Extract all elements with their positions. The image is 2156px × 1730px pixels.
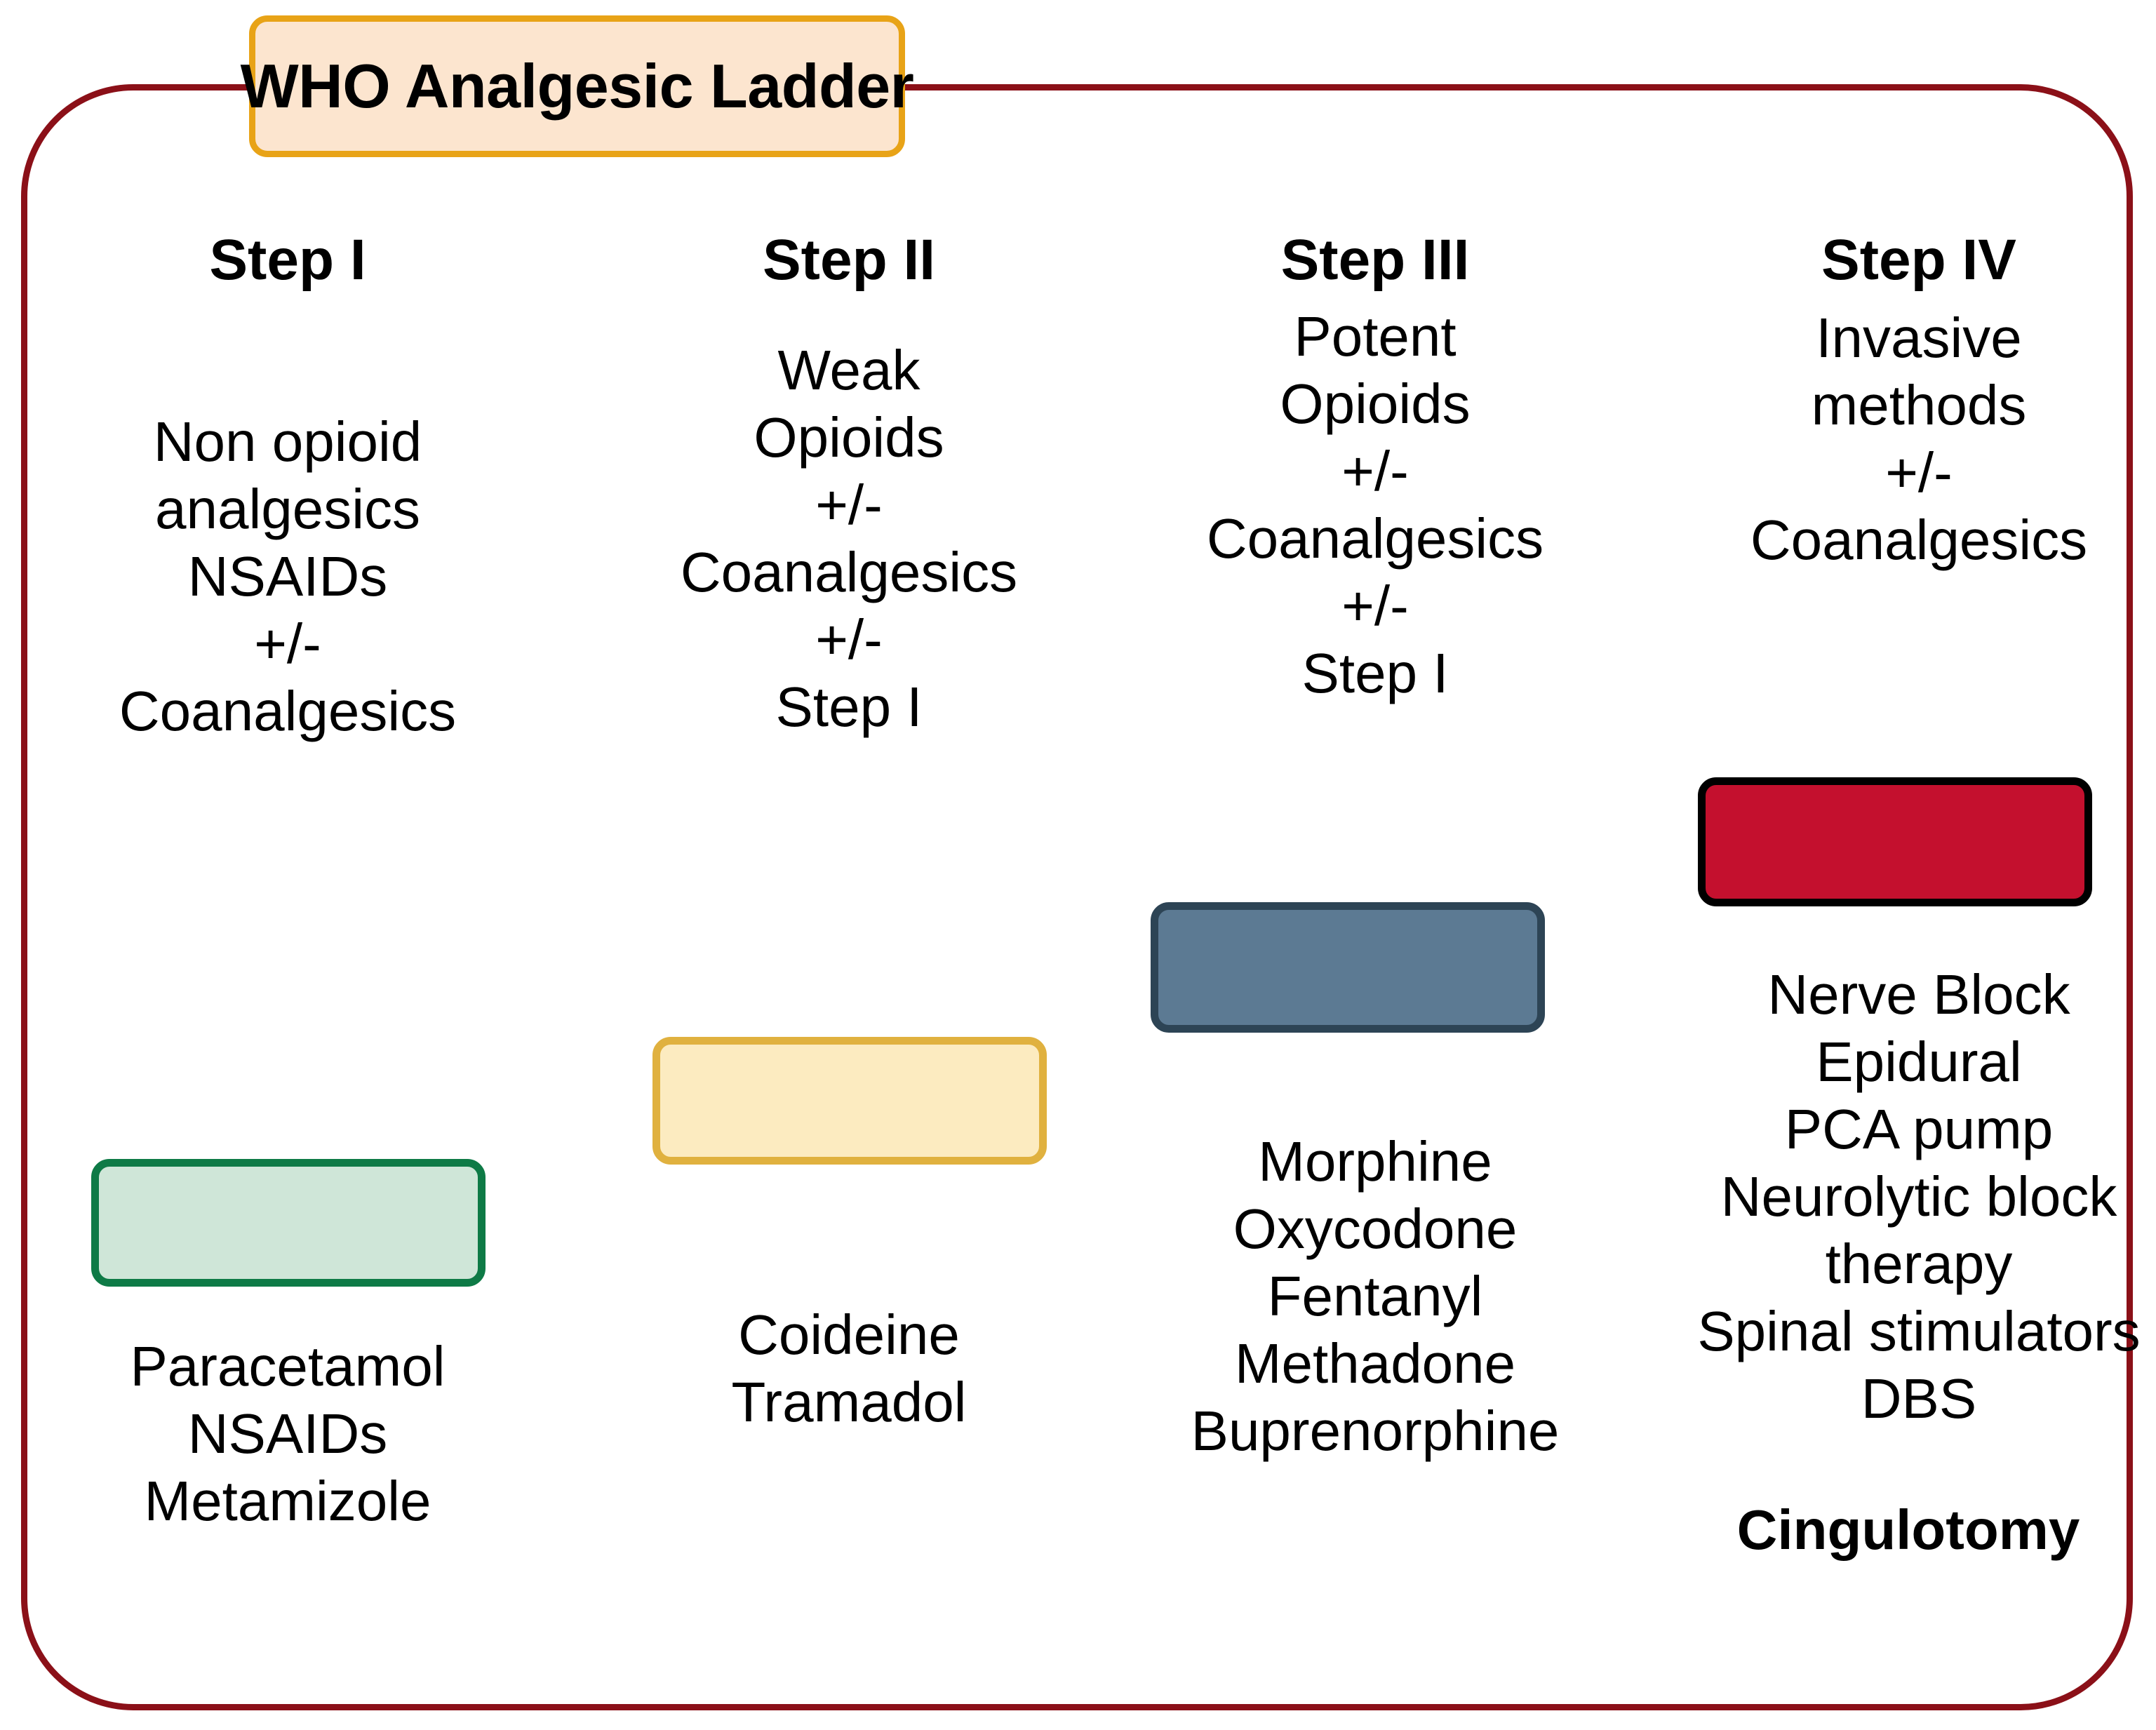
green-box xyxy=(91,1159,486,1287)
column-step-1: Step I Non opioid analgesics NSAIDs +/- … xyxy=(28,232,547,745)
blue-box xyxy=(1151,902,1545,1033)
column-drugs-step-1: Paracetamol NSAIDs Metamizole xyxy=(130,1335,446,1532)
cingulotomy-note: Cingulotomy xyxy=(1736,1498,2080,1561)
column-step-3: Step III Potent Opioids +/- Coanalgesics… xyxy=(1109,232,1642,707)
column-description-step-3: Potent Opioids +/- Coanalgesics +/- Step… xyxy=(1206,305,1544,704)
yellow-box xyxy=(652,1037,1047,1165)
column-drugs-step-3: Morphine Oxycodone Fentanyl Methadone Bu… xyxy=(1191,1130,1560,1462)
column-description-step-2: Weak Opioids +/- Coanalgesics +/- Step I xyxy=(680,339,1018,738)
column-description-step-4: Invasive methods +/- Coanalgesics xyxy=(1750,307,2088,571)
column-drugs-step-4: Nerve Block Epidural PCA pump Neurolytic… xyxy=(1697,963,2141,1430)
red-box xyxy=(1698,777,2092,906)
column-heading-step-4: Step IV xyxy=(1821,228,2016,292)
column-drugs-step-2: Coideine Tramadol xyxy=(731,1303,967,1433)
outer-frame-border xyxy=(21,84,2133,1710)
page-title: WHO Analgesic Ladder xyxy=(240,51,914,121)
column-step-2: Step II Weak Opioids +/- Coanalgesics +/… xyxy=(589,232,1109,741)
column-step-4: Step IV Invasive methods +/- Coanalgesic… xyxy=(1652,232,2156,574)
column-heading-step-2: Step II xyxy=(762,228,936,292)
column-heading-step-3: Step III xyxy=(1280,228,1470,292)
column-heading-step-1: Step I xyxy=(209,228,366,292)
column-description-step-1: Non opioid analgesics NSAIDs +/- Coanalg… xyxy=(119,410,457,742)
diagram-title-box: WHO Analgesic Ladder xyxy=(241,15,914,157)
